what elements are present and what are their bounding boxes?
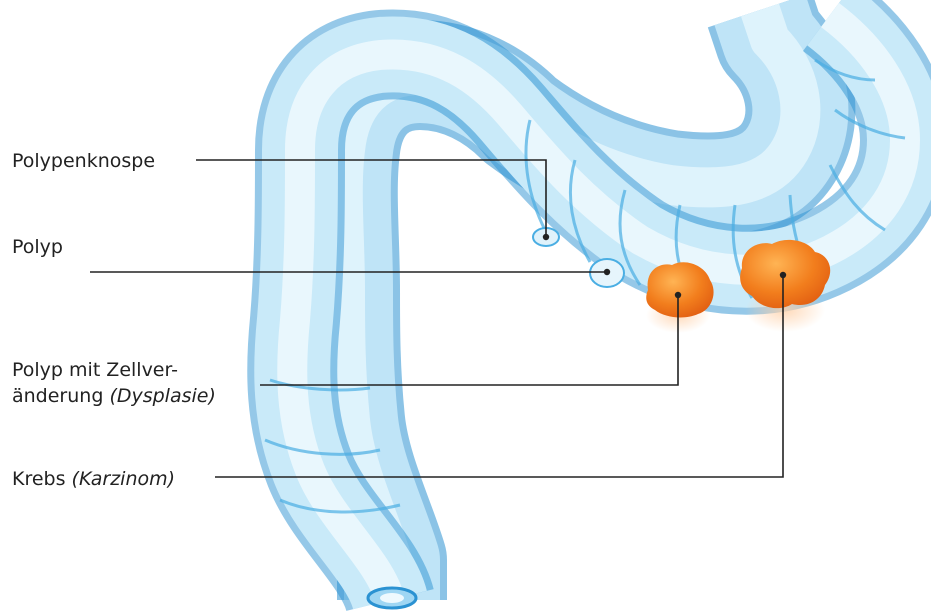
label-krebs: Krebs (Karzinom) bbox=[12, 466, 175, 492]
label-polyp: Polyp bbox=[12, 234, 63, 260]
label-dysplasia: Polyp mit Zellver- änderung (Dysplasie) bbox=[12, 357, 216, 409]
label-dysplasia-line2: änderung (Dysplasie) bbox=[12, 383, 216, 409]
label-krebs-plain: Krebs bbox=[12, 468, 72, 490]
carcinoma bbox=[740, 240, 830, 332]
label-dysplasia-italic: (Dysplasie) bbox=[109, 385, 215, 407]
label-polypenknospe: Polypenknospe bbox=[12, 148, 155, 174]
label-dysplasia-plain: änderung bbox=[12, 385, 109, 407]
label-dysplasia-line1: Polyp mit Zellver- bbox=[12, 357, 216, 383]
label-krebs-italic: (Karzinom) bbox=[72, 468, 176, 490]
